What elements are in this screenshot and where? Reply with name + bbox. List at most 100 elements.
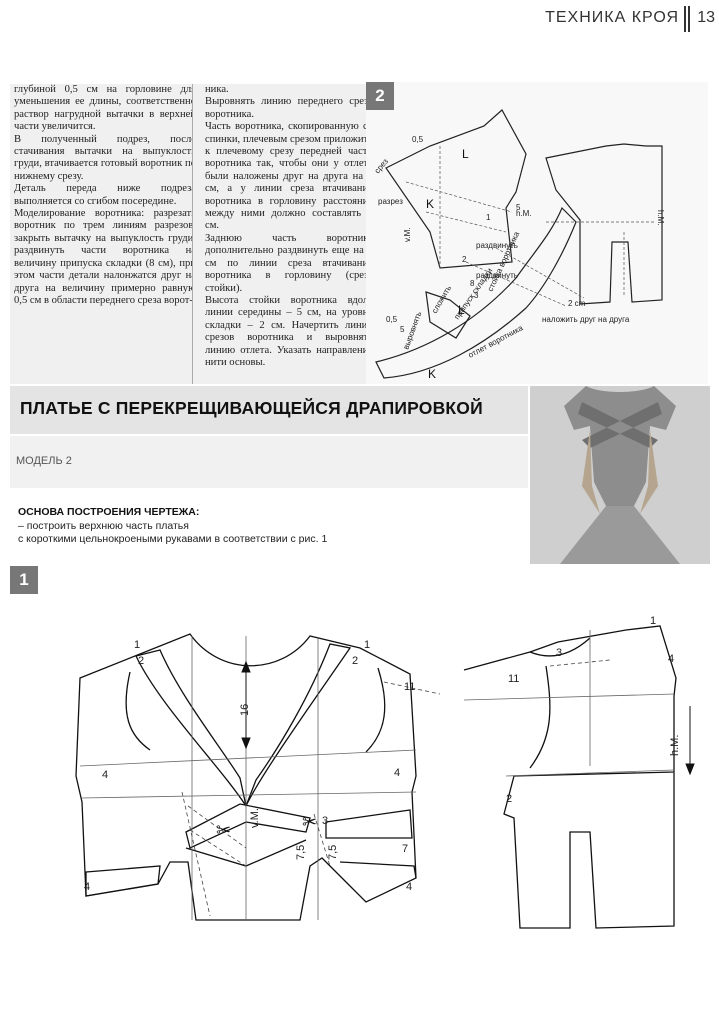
collar-cut-line xyxy=(465,261,567,307)
figure-number-badge: 2 xyxy=(366,82,394,110)
basis-line: – построить верхнюю часть платья xyxy=(18,520,189,532)
arrow-down-icon xyxy=(241,737,251,750)
label: раздвинуть xyxy=(476,271,518,280)
label: 2 cm xyxy=(568,299,586,308)
bust-line xyxy=(79,749,417,767)
label: разрез xyxy=(378,197,403,206)
point-label: L xyxy=(458,303,465,317)
scissors-icon: ✂ xyxy=(302,812,317,832)
label: 0,5 xyxy=(412,135,424,144)
drape-lower xyxy=(185,803,311,849)
paragraph: Моделирование воротника: разрезать ворот… xyxy=(14,208,196,306)
page-header: ТЕХНИКА КРОЯ 13 xyxy=(0,0,719,48)
armhole-right xyxy=(365,667,386,753)
cut-line xyxy=(405,181,513,213)
label: 5 xyxy=(516,203,521,212)
waist-line xyxy=(81,791,417,799)
measure-label: v.M. xyxy=(249,808,261,828)
text-column-right: ника. Выровнять линию переднего среза во… xyxy=(192,84,377,384)
measure-label: h.M. xyxy=(669,735,681,756)
model-band xyxy=(10,436,528,488)
point-label: 4 xyxy=(406,881,412,893)
front-bodice-outline xyxy=(75,633,417,921)
label: выровнять xyxy=(401,310,423,350)
dress-photo xyxy=(530,386,710,564)
arrow-up-icon xyxy=(241,660,251,673)
label: 1 xyxy=(486,213,491,222)
label: наложить друг на друга xyxy=(542,315,630,324)
point-label: K xyxy=(428,367,436,381)
back-dart-line xyxy=(549,659,611,667)
title-band xyxy=(10,386,528,434)
cut-line xyxy=(181,791,211,917)
armhole-left xyxy=(125,671,151,751)
page-number: 13 xyxy=(697,9,715,26)
point-label: 1 xyxy=(650,615,656,627)
article-title: ПЛАТЬЕ С ПЕРЕКРЕЩИВАЮЩЕЙСЯ ДРАПИРОВКОЙ xyxy=(20,398,483,418)
dart-line xyxy=(383,681,441,695)
point-label: 11 xyxy=(508,673,519,685)
paragraph: Часть воротника, скопированную со спинки… xyxy=(205,121,373,232)
label: 3 xyxy=(474,291,479,300)
label: раздвинуть xyxy=(476,241,518,250)
point-label: 3 xyxy=(556,647,562,659)
point-label: 4 xyxy=(102,769,108,781)
collar-cut-line xyxy=(495,247,585,299)
model-label: МОДЕЛЬ 2 xyxy=(16,455,72,467)
bodice-pattern-drawing: ✂ ✂ 16 v.M. h.M. 1 1 1 2 2 2 3 3 4 4 4 4… xyxy=(75,615,695,929)
label: 2 xyxy=(462,255,467,264)
section-title: ТЕХНИКА КРОЯ xyxy=(545,9,679,26)
point-label: 7 xyxy=(402,843,408,855)
drape-right xyxy=(245,643,352,807)
cut-line xyxy=(313,813,331,867)
paragraph: ника. xyxy=(205,84,229,95)
label: v.M. xyxy=(403,227,412,242)
point-label: 11 xyxy=(404,681,415,693)
measure-label: 7,5 xyxy=(295,845,307,860)
cut-line xyxy=(187,805,247,849)
figure-2-collar-pattern: 2 срез разрез раздвинуть раздвинуть стой… xyxy=(366,82,708,384)
figure-number-badge: 1 xyxy=(10,566,38,594)
paragraph: В полученный подрез, после стачивания вы… xyxy=(14,133,196,182)
cut-line xyxy=(425,211,507,233)
back-neckline xyxy=(529,637,591,657)
paragraph: Заднюю часть воротника дополнительно раз… xyxy=(205,232,373,294)
label: отлет воротника xyxy=(467,323,525,360)
label: 5 xyxy=(400,325,405,334)
dress-illustration xyxy=(530,386,710,564)
label: h.M. xyxy=(656,210,665,226)
header-separator xyxy=(684,6,690,32)
measure-label: 16 xyxy=(239,704,251,716)
point-label: 2 xyxy=(506,793,512,805)
measure-label: 7,5 xyxy=(327,845,339,860)
paragraph: Выровнять линию переднего среза воротник… xyxy=(205,96,373,120)
figure-1-bodice-pattern: 1 xyxy=(10,566,710,1016)
panel-right-lower xyxy=(339,861,417,879)
paragraph: Деталь переда ниже подреза выполняется с… xyxy=(14,183,196,207)
drape-left xyxy=(135,649,247,807)
collar-outline xyxy=(375,206,577,379)
paragraph: Высота стойки воротника вдоль линии сере… xyxy=(205,294,373,368)
back-bodice-outline xyxy=(463,625,677,929)
back-waist-line xyxy=(505,769,675,777)
panel-left xyxy=(85,865,161,897)
point-label: 2 xyxy=(352,655,358,667)
back-piece-outline xyxy=(545,143,663,305)
panel-right xyxy=(325,809,413,839)
back-shoulder-guide xyxy=(463,693,675,701)
front-piece-outline xyxy=(385,109,527,269)
back-armhole xyxy=(529,665,551,769)
point-label: 4 xyxy=(668,653,674,665)
label: 0,5 xyxy=(386,315,398,324)
arrow-down-icon xyxy=(685,763,695,776)
paragraph: глубиной 0,5 см на горловине для уменьше… xyxy=(14,84,196,133)
point-label: L xyxy=(462,147,469,161)
label: 8 xyxy=(470,279,475,288)
point-label: 3 xyxy=(322,815,328,827)
basis-heading: ОСНОВА ПОСТРОЕНИЯ ЧЕРТЕЖА: xyxy=(18,506,200,518)
label: h.M. xyxy=(516,209,532,218)
text-column-left: глубиной 0,5 см на горловине для уменьше… xyxy=(10,84,200,384)
point-label: K xyxy=(426,197,434,211)
basis-line: с короткими цельнокроеными рукавами в со… xyxy=(18,533,328,545)
collar-fold-outline xyxy=(425,291,471,339)
